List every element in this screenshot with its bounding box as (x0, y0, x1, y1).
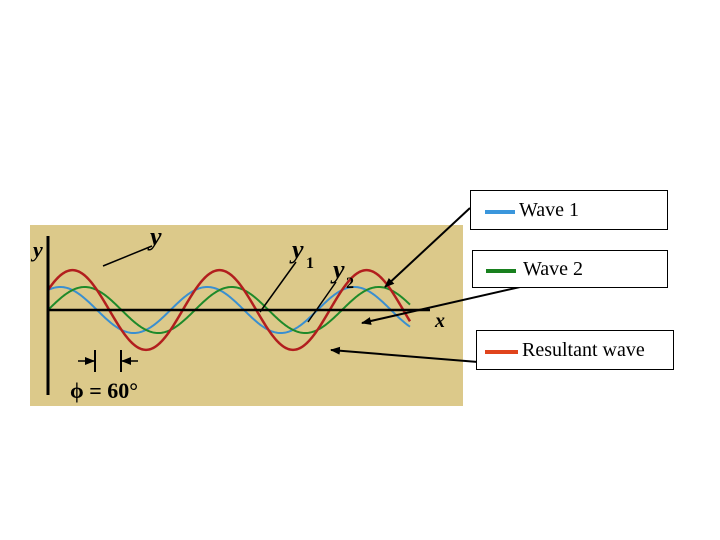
resultant-callout-arrow (330, 346, 479, 363)
legend-label-wave-2: Wave 2 (523, 258, 584, 280)
legend-box-resultant: Resultant wave (476, 330, 674, 370)
wave-1-label: y (289, 235, 304, 264)
wave-1-curve (47, 285, 411, 335)
wave-2-curve (47, 285, 411, 335)
legend-swatch-wave-2 (486, 269, 516, 273)
wave-2-label: y (330, 255, 345, 284)
phase-label: ϕ = 60° (70, 378, 138, 403)
legend-swatch-wave-1 (485, 210, 515, 214)
wave-1-callout-arrow (384, 207, 471, 288)
legend-label-resultant: Resultant wave (522, 339, 645, 361)
wave-1-label-subscript: 1 (306, 255, 314, 272)
x-axis-label: x (434, 310, 445, 332)
wave-2-leader-line (307, 281, 337, 323)
legend-box-wave-1: Wave 1 (470, 190, 668, 230)
wave-2-label-subscript: 2 (346, 275, 354, 292)
wave-1-leader-line (259, 261, 297, 313)
legend-swatch-resultant (485, 350, 518, 354)
wave-2-callout-arrow (361, 286, 521, 325)
y-axis-label: y (30, 237, 43, 262)
resultant-label: y (147, 222, 162, 251)
legend-box-wave-2: Wave 2 (472, 250, 668, 288)
resultant-wave-curve (46, 268, 412, 352)
resultant-leader-line (102, 245, 153, 267)
legend-label-wave-1: Wave 1 (519, 199, 580, 221)
